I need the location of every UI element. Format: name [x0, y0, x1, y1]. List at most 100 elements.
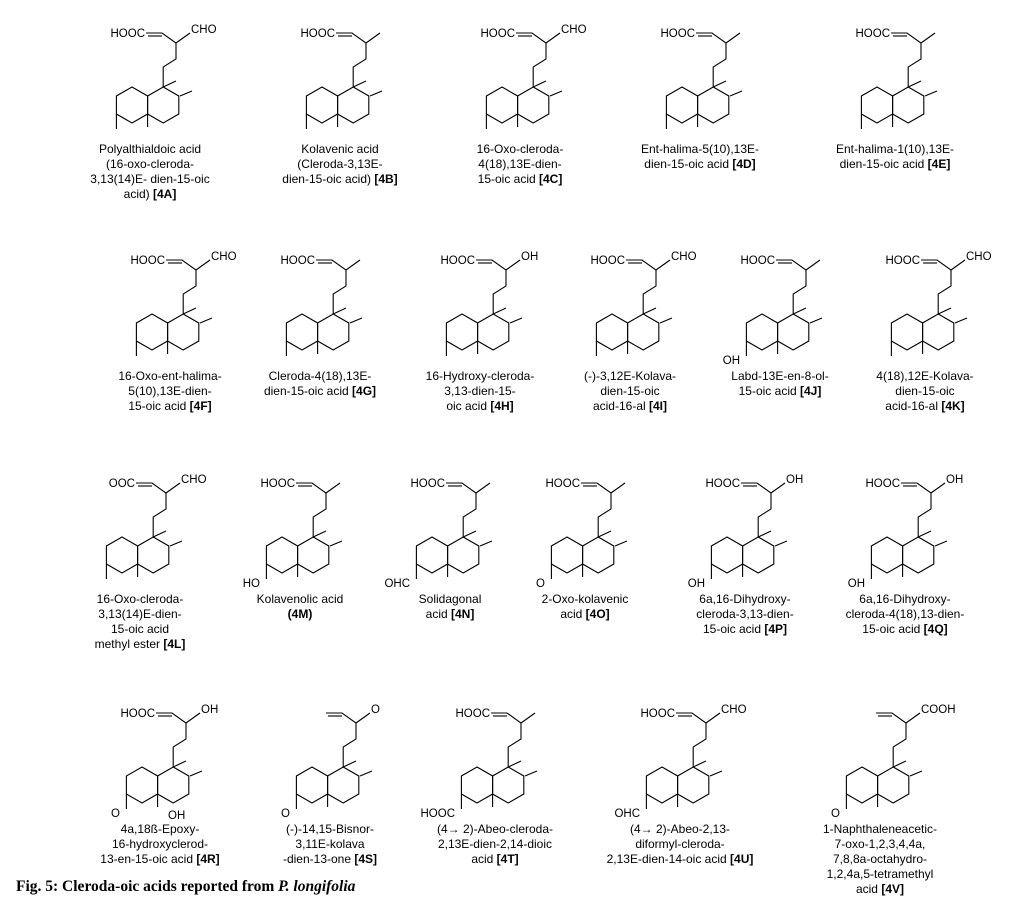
- compound-name-line: 1-Naphthaleneacetic-: [823, 822, 937, 837]
- compound-name-line: 2,13E-dien-2,14-dioic: [437, 837, 553, 852]
- left-group-label: HOOC: [886, 255, 921, 267]
- compound-code: [4R]: [193, 852, 220, 866]
- compound-name-line: 5(10),13E-dien-: [118, 384, 221, 399]
- side-chain: [901, 482, 932, 537]
- name-text: 15-oic acid: [862, 622, 921, 636]
- compound-name-line: 3,13(14)E- dien-15-oic: [90, 172, 209, 187]
- name-text: (4→ 2)-Abeo-cleroda-: [436, 822, 554, 836]
- compound-name: Kolavenolic acid(4M): [257, 592, 344, 622]
- name-text: dien-15-oic acid: [263, 384, 349, 398]
- name-text: Labd-13E-en-8-ol-: [731, 369, 829, 383]
- substituent-label: OHC: [614, 808, 640, 820]
- ring-a: [645, 766, 679, 804]
- compound-name: (4→ 2)-Abeo-2,13-diformyl-cleroda-2,13E-…: [607, 822, 754, 867]
- ring-a: [105, 536, 139, 574]
- side-chain: [921, 259, 952, 314]
- substituent-label: OH: [723, 355, 740, 367]
- name-text: Cleroda-4(18),13E-: [268, 369, 372, 383]
- ring-a: [870, 536, 904, 574]
- name-text: 1-Naphthaleneacetic-: [822, 822, 938, 836]
- ring-b: [697, 86, 730, 124]
- name-text: Solidagonal: [418, 592, 482, 606]
- ring-b: [902, 536, 935, 574]
- side-chain: [516, 32, 547, 87]
- left-group-label: HOOC: [591, 255, 626, 267]
- side-chain: [146, 32, 177, 87]
- compound-name-line: cleroda-3,13-dien-: [696, 607, 793, 622]
- substituent-label: HOOC: [421, 808, 456, 820]
- name-text: 7,8,8a-octahydro-: [832, 852, 928, 866]
- compound-code: [4A]: [149, 187, 177, 201]
- name-text: acid): [123, 187, 150, 201]
- compound-name-line: acid [4T]: [437, 852, 553, 867]
- left-group-label: HOOC: [661, 28, 696, 40]
- compound-code: [4S]: [351, 852, 378, 866]
- compound-name-line: acid [4O]: [542, 607, 629, 622]
- compound-name-line: 3,13-dien-15-: [426, 384, 535, 399]
- name-text: Ent-halima-1(10),13E-: [835, 142, 955, 156]
- right-group-label: O: [371, 704, 380, 716]
- name-text: 15-oic acid: [128, 399, 187, 413]
- left-group-label: HOOC: [866, 478, 901, 490]
- ring-b: [167, 313, 200, 351]
- compound-code: (4M): [287, 607, 313, 621]
- compound-name-line: 2,13E-dien-14-oic acid [4U]: [607, 852, 754, 867]
- ring-a: [845, 766, 879, 804]
- structure-drawing: HOOC: [301, 28, 383, 129]
- compound-code: [4U]: [726, 852, 754, 866]
- compound-name: Polyalthialdoic acid(16-oxo-cleroda-3,13…: [90, 142, 209, 202]
- compound-name-line: 3,13(14)E-dien-: [95, 607, 186, 622]
- compound-name: 6a,16-Dihydroxy-cleroda-4(18),13-dien-15…: [846, 592, 965, 637]
- compound-name-line: 4(18),12E-Kolava-: [876, 369, 973, 384]
- compound-name-line: acid-16-al [4I]: [584, 399, 676, 414]
- name-text: 15-oic acid: [702, 622, 761, 636]
- right-group-label: CHO: [671, 251, 697, 263]
- name-text: 15-oic acid: [738, 384, 797, 398]
- compound-name-line: 15-oic acid [4P]: [696, 622, 793, 637]
- name-text: 15-oic acid: [477, 172, 536, 186]
- ring-a: [550, 536, 584, 574]
- compound-name-line: 4a,18ß-Epoxy-: [100, 822, 219, 837]
- compound-code: [4T]: [493, 852, 519, 866]
- name-text: 3,13(14)E-dien-: [98, 607, 182, 621]
- name-text: cleroda-3,13-dien-: [696, 607, 794, 621]
- compound-code: [4F]: [186, 399, 212, 413]
- compound-name-line: dien-15-oic: [584, 384, 676, 399]
- compound-name-line: (-)-14,15-Bisnor-: [283, 822, 377, 837]
- left-group-label: OOC: [109, 478, 135, 490]
- name-text: 1,2,4a,5-tetramethyl: [826, 867, 934, 881]
- side-chain: [476, 259, 507, 314]
- compound-name-line: acid [4N]: [419, 607, 482, 622]
- compound-name-line: dien-15-oic acid [4G]: [264, 384, 376, 399]
- name-text: 16-Hydroxy-cleroda-: [425, 369, 535, 383]
- compound-name-line: (4→ 2)-Abeo-2,13-: [607, 822, 754, 837]
- caption-species: P. longifolia: [278, 878, 356, 895]
- structure-drawing: HOOC CHO: [591, 251, 697, 356]
- name-text: 3,13-dien-15-: [444, 384, 516, 398]
- compound-name-line: 16-hydroxyclerod-: [100, 837, 219, 852]
- name-text: (-)-3,12E-Kolava-: [583, 369, 677, 383]
- compound-name-line: dien-15-oic acid [4D]: [641, 157, 759, 172]
- right-group-label: CHO: [211, 251, 237, 263]
- compound-name-line: methyl ester [4L]: [95, 637, 186, 652]
- compound-name-line: 16-Oxo-cleroda-: [477, 142, 564, 157]
- right-group-label: OH: [521, 251, 538, 263]
- compound-code: [4K]: [938, 399, 965, 413]
- compound-code: [4O]: [582, 607, 610, 621]
- name-text: 15-oic acid: [110, 622, 169, 636]
- compound-name-line: 1,2,4a,5-tetramethyl: [823, 867, 937, 882]
- compound-name-line: cleroda-4(18),13-dien-: [846, 607, 965, 622]
